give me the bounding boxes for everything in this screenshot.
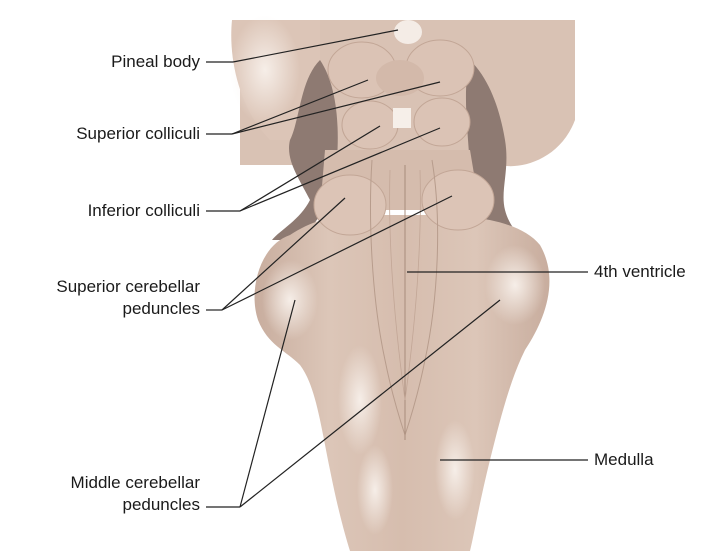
leader-superior-peduncles-a xyxy=(221,197,346,311)
leader-superior-colliculi-b xyxy=(231,81,441,135)
pineal-body-shape xyxy=(394,20,422,44)
label-middle-cerebellar-peduncles-line2: peduncles xyxy=(122,495,200,514)
highlight-lower-right xyxy=(435,420,475,520)
label-superior-cerebellar-peduncles-line2: peduncles xyxy=(122,299,200,318)
leader-inferior-colliculi-b xyxy=(239,127,441,212)
superior-cerebellar-peduncle-right xyxy=(421,169,495,231)
leader-superior-colliculi-a xyxy=(231,79,369,135)
highlight-bottom-left xyxy=(357,445,393,535)
label-pineal-body: Pineal body xyxy=(111,52,200,71)
label-middle-cerebellar-peduncles: Middle cerebellar peduncles xyxy=(10,472,200,516)
label-superior-cerebellar-peduncles-line1: Superior cerebellar xyxy=(56,277,200,296)
label-superior-colliculi: Superior colliculi xyxy=(76,124,200,143)
leader-pineal-diag xyxy=(232,29,399,63)
pretectal-mass xyxy=(376,60,424,96)
label-superior-cerebellar-peduncles: Superior cerebellar peduncles xyxy=(10,276,200,320)
leader-lines xyxy=(206,29,588,508)
highlight-middle-left xyxy=(262,260,318,340)
inferior-colliculus-right xyxy=(413,97,471,147)
superior-cerebellar-peduncle-left xyxy=(313,174,387,236)
leader-superior-peduncles-b xyxy=(221,195,453,311)
midline-notch xyxy=(393,108,411,128)
label-inferior-colliculi: Inferior colliculi xyxy=(87,201,200,220)
leader-middle-peduncles-a xyxy=(239,299,296,508)
fourth-ventricle-inner xyxy=(389,169,421,401)
label-fourth-ventricle: 4th ventricle xyxy=(594,262,686,281)
brainstem-body xyxy=(254,215,550,551)
label-middle-cerebellar-peduncles-line1: Middle cerebellar xyxy=(70,473,200,492)
leader-inferior-colliculi-a xyxy=(239,125,381,212)
label-medulla: Medulla xyxy=(594,450,654,469)
highlight-upper-left xyxy=(230,15,300,125)
highlight-lower-left xyxy=(338,345,382,455)
inferior-colliculus-left xyxy=(341,100,399,150)
highlight-middle-right xyxy=(485,245,545,325)
leader-middle-peduncles-b xyxy=(239,299,501,508)
